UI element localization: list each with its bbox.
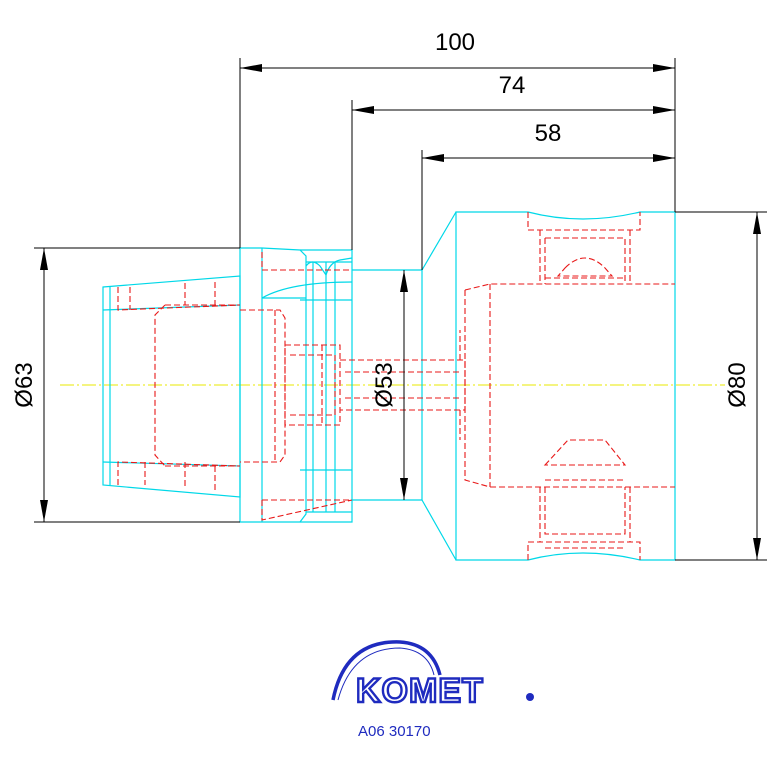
hidden-features: [117, 212, 675, 560]
dimension-dia63-label: Ø63: [11, 362, 38, 407]
dimension-dia53-label: Ø53: [371, 362, 398, 407]
komet-logo: KOMET: [331, 640, 534, 711]
logo-text: KOMET: [356, 672, 484, 710]
dimension-58-label: 58: [535, 120, 562, 147]
dimension-100-label: 100: [435, 29, 475, 56]
dimension-dia80-label: Ø80: [724, 362, 751, 407]
logo-arc: [331, 640, 442, 701]
registered-mark-icon: [526, 693, 534, 701]
dimension-74-label: 74: [499, 72, 526, 99]
part-number: A06 30170: [358, 723, 431, 740]
dimension-lines: [34, 58, 767, 561]
